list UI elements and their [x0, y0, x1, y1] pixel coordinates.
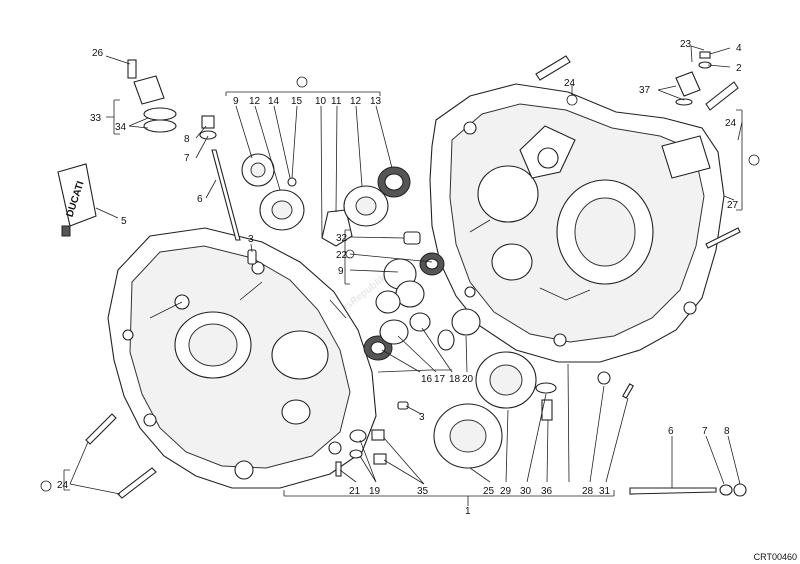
- callout-35: 35: [417, 486, 429, 497]
- right-crankcase-half: [429, 83, 725, 363]
- callout-12: 12: [350, 96, 362, 107]
- callout-10: 10: [315, 96, 327, 107]
- callout-24: 24: [725, 118, 737, 129]
- callout-15: 15: [291, 96, 303, 107]
- callout-24: 24: [564, 78, 576, 89]
- callout-14: 14: [268, 96, 280, 107]
- callout-36: 36: [541, 486, 553, 497]
- callout-13: 13: [370, 96, 382, 107]
- drawing-code: CRT00460: [754, 552, 797, 562]
- part-callouts: 26 33 34 8 7 6 5 9 12 14 15 10 11 12 13 …: [57, 39, 742, 517]
- callout-3: 3: [419, 412, 425, 423]
- callout-1: 1: [465, 506, 471, 517]
- callout-16: 16: [421, 374, 433, 385]
- callout-23: 23: [680, 39, 692, 50]
- callout-8: 8: [724, 426, 730, 437]
- callout-2: 2: [736, 63, 742, 74]
- callout-31: 31: [599, 486, 611, 497]
- callout-18: 18: [449, 374, 461, 385]
- callout-22: 22: [336, 250, 348, 261]
- callout-24: 24: [57, 480, 69, 491]
- callout-19: 19: [369, 486, 381, 497]
- callout-29: 29: [500, 486, 512, 497]
- callout-33: 33: [90, 113, 102, 124]
- callout-30: 30: [520, 486, 532, 497]
- callout-7: 7: [702, 426, 708, 437]
- callout-32: 32: [336, 233, 348, 244]
- callout-25: 25: [483, 486, 495, 497]
- callout-20: 20: [462, 374, 474, 385]
- callout-37: 37: [639, 85, 651, 96]
- callout-5: 5: [121, 216, 127, 227]
- callout-3: 3: [248, 234, 254, 245]
- callout-7: 7: [184, 153, 190, 164]
- small-parts: DUCATI: [57, 51, 747, 499]
- callout-4: 4: [736, 43, 742, 54]
- callout-12: 12: [249, 96, 261, 107]
- callout-26: 26: [92, 48, 104, 59]
- callout-28: 28: [582, 486, 594, 497]
- left-crankcase-half: [107, 227, 377, 489]
- callout-17: 17: [434, 374, 446, 385]
- callout-21: 21: [349, 486, 361, 497]
- callout-6: 6: [197, 194, 203, 205]
- callout-27: 27: [727, 200, 739, 211]
- callout-34: 34: [115, 122, 127, 133]
- callout-9: 9: [338, 266, 344, 277]
- callout-6: 6: [668, 426, 674, 437]
- callout-9: 9: [233, 96, 239, 107]
- callout-11: 11: [331, 96, 342, 107]
- leader-lines: [40, 45, 760, 506]
- callout-8: 8: [184, 134, 190, 145]
